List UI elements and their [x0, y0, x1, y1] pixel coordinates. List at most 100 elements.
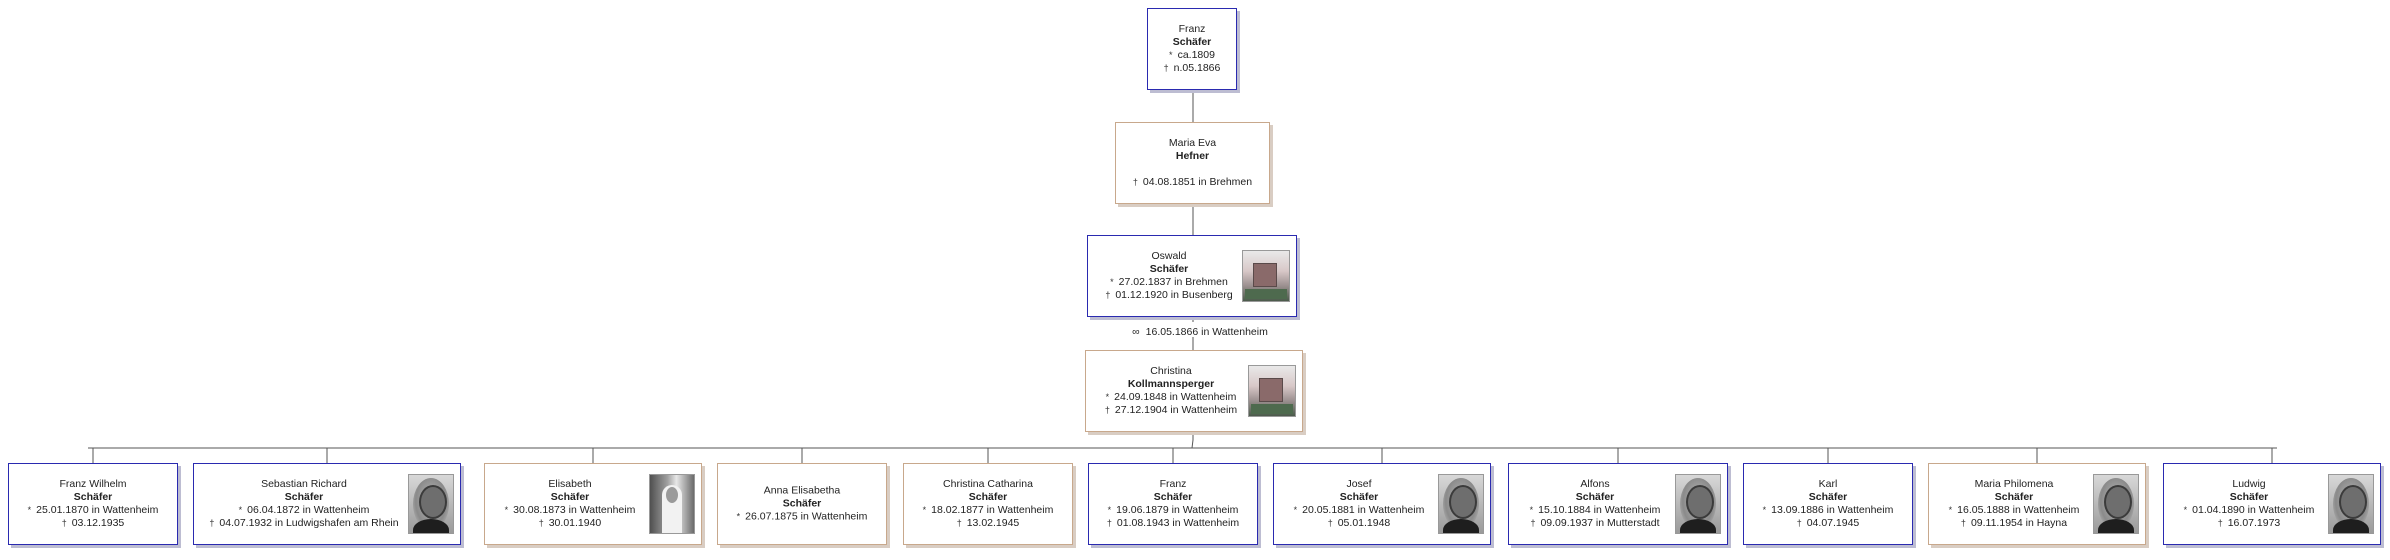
birth-date: 06.04.1872 in Wattenheim	[247, 504, 370, 516]
birth-date: 30.08.1873 in Wattenheim	[513, 504, 636, 516]
birth-date: 19.06.1879 in Wattenheim	[1116, 504, 1239, 516]
surname: Hefner	[1175, 150, 1210, 162]
death-icon: †	[538, 518, 544, 528]
birth-line: *ca.1809	[1152, 49, 1232, 62]
marriage-date: 16.05.1866 in Wattenheim	[1145, 326, 1268, 338]
death-icon: †	[1960, 518, 1966, 528]
birth-icon: *	[1948, 505, 1953, 515]
nun-photo	[649, 474, 695, 534]
death-icon: †	[1104, 405, 1110, 415]
death-icon: †	[1163, 63, 1169, 73]
death-date: n.05.1866	[1173, 62, 1221, 74]
birth-date: 25.01.1870 in Wattenheim	[36, 504, 159, 516]
house-photo	[1242, 250, 1290, 302]
death-line: †01.08.1943 in Wattenheim	[1093, 517, 1253, 530]
surname: Schäfer	[550, 491, 590, 503]
given-name: Christina	[1150, 365, 1192, 377]
portrait-photo	[2093, 474, 2139, 534]
death-line: †16.07.1973	[2168, 517, 2330, 530]
surname: Schäfer	[968, 491, 1008, 503]
death-line: † 13.02.1945	[908, 517, 1068, 530]
birth-date: 16.05.1888 in Wattenheim	[1957, 504, 2080, 516]
portrait-photo	[1675, 474, 1721, 534]
birth-line: *25.01.1870 in Wattenheim	[13, 504, 173, 517]
given-name: Karl	[1818, 478, 1838, 490]
given-name: Elisabeth	[548, 478, 592, 490]
death-date: 30.01.1940	[548, 517, 602, 529]
birth-line: *27.02.1837 in Brehmen	[1092, 276, 1246, 289]
given-name: Alfons	[1580, 478, 1610, 490]
birth-line: * 26.07.1875 in Wattenheim	[722, 511, 882, 524]
birth-line: *30.08.1873 in Wattenheim	[489, 504, 651, 517]
birth-date: 13.09.1886 in Wattenheim	[1771, 504, 1894, 516]
birth-date: 26.07.1875 in Wattenheim	[745, 510, 868, 523]
birth-icon: *	[1105, 392, 1110, 402]
death-date: 27.12.1904 in Wattenheim	[1114, 404, 1238, 416]
birth-line: *19.06.1879 in Wattenheim	[1093, 504, 1253, 517]
birth-icon: *	[736, 511, 741, 522]
birth-line: * 18.02.1877 in Wattenheim	[908, 504, 1068, 517]
given-name: Josef	[1346, 478, 1372, 490]
birth-icon: *	[922, 505, 927, 515]
birth-date: 15.10.1884 in Wattenheim	[1538, 504, 1661, 516]
house-photo	[1248, 365, 1296, 417]
birth-icon: *	[1529, 505, 1534, 515]
birth-date: 18.02.1877 in Wattenheim	[931, 504, 1054, 516]
death-icon: †	[956, 518, 962, 528]
given-name: Franz Wilhelm	[59, 478, 127, 490]
death-date: 04.07.1945	[1806, 517, 1860, 529]
birth-icon: *	[1762, 505, 1767, 515]
death-icon: †	[2217, 518, 2223, 528]
death-icon: †	[1105, 290, 1111, 300]
birth-line: * 24.09.1848 in Wattenheim	[1090, 391, 1252, 404]
marriage-icon: ∞	[1132, 326, 1140, 338]
given-name: Maria Philomena	[1974, 478, 2054, 490]
surname: Schäfer	[1172, 36, 1212, 48]
given-name: Franz	[1178, 23, 1206, 35]
death-line: † 03.12.1935	[13, 517, 173, 530]
death-date: 13.02.1945	[966, 517, 1020, 529]
death-date: 03.12.1935	[71, 517, 125, 529]
surname: Schäfer	[73, 491, 113, 503]
death-date: 04.07.1932 in Ludwigshafen am Rhein	[219, 517, 399, 529]
birth-line: * 16.05.1888 in Wattenheim	[1933, 504, 2095, 517]
death-icon: †	[61, 518, 67, 528]
birth-line: *06.04.1872 in Wattenheim	[198, 504, 410, 517]
birth-date: 01.04.1890 in Wattenheim	[2192, 504, 2315, 516]
birth-date: 24.09.1848 in Wattenheim	[1114, 391, 1237, 403]
portrait-photo	[1438, 474, 1484, 534]
given-name: Anna Elisabetha	[763, 484, 841, 497]
given-name: Oswald	[1151, 250, 1187, 262]
birth-line: *01.04.1890 in Wattenheim	[2168, 504, 2330, 517]
surname: Schäfer	[782, 497, 822, 510]
birth-date: ca.1809	[1177, 49, 1215, 61]
given-name: Sebastian Richard	[261, 478, 347, 490]
